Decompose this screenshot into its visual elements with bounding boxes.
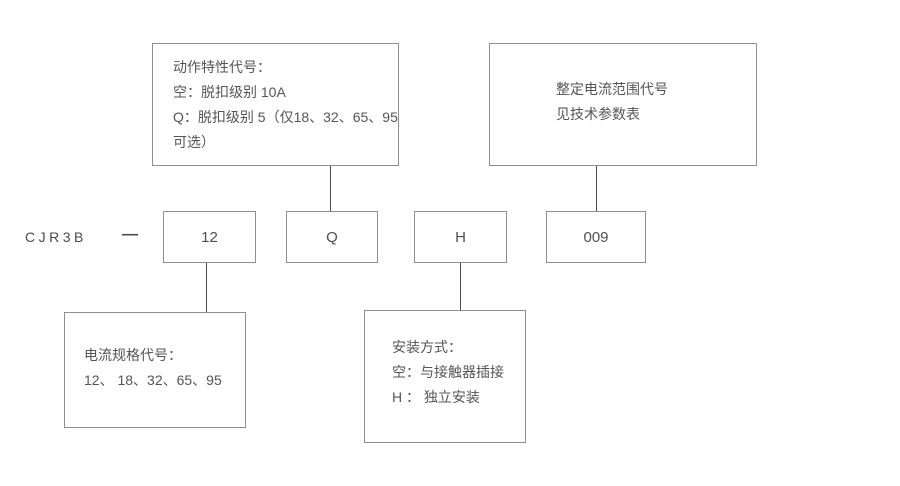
callout-current-range-line: 整定电流范围代号 [556,81,668,97]
callout-current-range: 整定电流范围代号 见技术参数表 [489,43,757,166]
callout-current-spec-line: 12、 18、32、65、95 [84,372,222,388]
callout-current-range-line: 见技术参数表 [556,106,640,122]
callout-mounting: 安装方式： 空：与接触器插接 H ： 独立安装 [364,310,526,443]
callout-current-spec: 电流规格代号： 12、 18、32、65、95 [64,312,246,428]
callout-mounting-line: 安装方式： [392,339,462,355]
model-prefix-label: CJR3B [25,229,87,245]
code-box-current-spec: 12 [163,211,256,263]
connector-line-current-spec [206,263,207,312]
model-dash: — [122,226,138,243]
callout-trip-class-line: 可选） [173,134,215,150]
callout-mounting-line: H ： 独立安装 [392,389,480,405]
callout-mounting-line: 空：与接触器插接 [392,364,504,380]
callout-trip-class-line: Q：脱扣级别 5（仅18、32、65、95 [173,109,398,125]
code-box-current-range: 009 [546,211,646,263]
callout-current-spec-line: 电流规格代号： [84,347,182,363]
code-box-trip-class: Q [286,211,378,263]
callout-trip-class: 动作特性代号： 空：脱扣级别 10A Q：脱扣级别 5（仅18、32、65、95… [152,43,399,166]
connector-line-current-range [596,166,597,211]
callout-trip-class-line: 动作特性代号： [173,59,271,75]
connector-line-mounting [460,263,461,310]
code-box-mounting: H [414,211,507,263]
callout-trip-class-line: 空：脱扣级别 10A [173,84,286,100]
connector-line-trip-class [330,166,331,211]
